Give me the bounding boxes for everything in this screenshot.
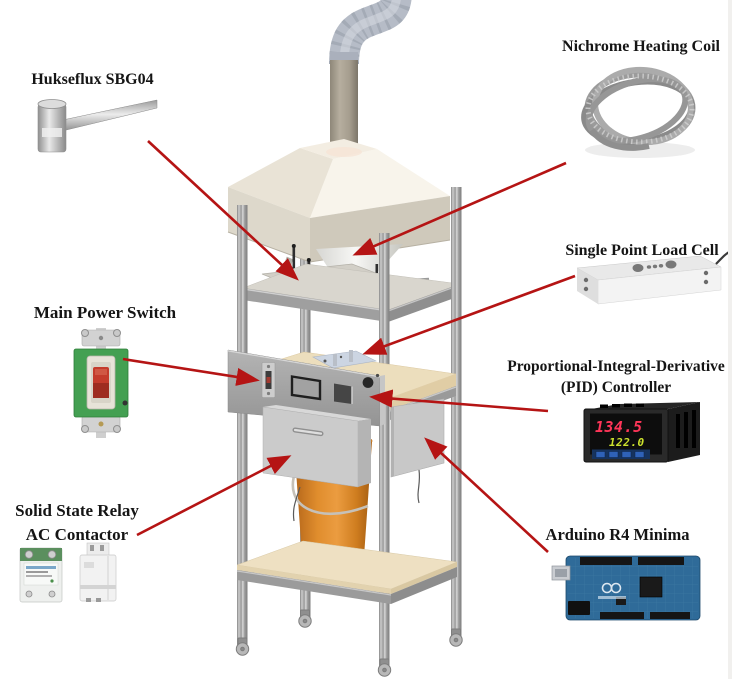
- label-pid-line1: Proportional-Integral-Derivative: [507, 358, 725, 375]
- panel-pid-module: [334, 383, 353, 404]
- panel-display: [290, 375, 322, 401]
- arduino-power-jack: [568, 601, 590, 615]
- label-ssr-contactor: Solid State Relay AC Contactor: [8, 499, 146, 547]
- caster-rear: [298, 609, 312, 628]
- label-arduino: Arduino R4 Minima: [545, 525, 690, 544]
- frame-post-left: [237, 205, 248, 652]
- frame-post-right: [451, 187, 462, 644]
- label-nichrome-coil: Nichrome Heating Coil: [562, 38, 720, 55]
- arduino-enclosure-box: [390, 398, 445, 504]
- pid-controller-image: 134.5 122.0: [583, 402, 700, 463]
- hukseflux-sensor-image: [37, 99, 158, 153]
- ac-contactor-image: [79, 542, 117, 602]
- frame-edge-artifact: [728, 0, 732, 679]
- main-power-switch-image: [73, 328, 129, 438]
- label-ssr-line2: AC Contactor: [25, 525, 129, 544]
- callout-arrows: [122, 140, 576, 553]
- arrow-nichrome-coil: [352, 161, 567, 256]
- pid-display-bottom: 122.0: [609, 436, 645, 449]
- label-ssr-line1: Solid State Relay: [15, 501, 139, 520]
- panel-knob: [362, 377, 374, 388]
- flex-exhaust-duct: [329, 0, 412, 65]
- nichrome-coil-image: [581, 66, 696, 158]
- frame-post-front: [379, 233, 390, 673]
- caster-left: [235, 637, 250, 656]
- pid-display-top: 134.5: [595, 418, 643, 436]
- bottom-shelf: [236, 540, 458, 604]
- solid-state-relay-image: [19, 547, 63, 603]
- chimney-pipe: [330, 52, 358, 152]
- arrow-hukseflux: [147, 140, 299, 281]
- test-rig-structure: [227, 0, 463, 677]
- arrow-arduino: [424, 437, 549, 553]
- load-cell-platform: [312, 350, 377, 369]
- arduino-mcu-chip: [639, 576, 663, 598]
- label-main-power-switch: Main Power Switch: [33, 303, 177, 322]
- label-hukseflux: Hukseflux SBG04: [31, 71, 154, 88]
- panel-power-switch: [261, 362, 276, 398]
- bucket-handle: [291, 469, 369, 516]
- exhaust-hood: [227, 139, 451, 263]
- caster-front: [377, 658, 392, 677]
- arduino-board-image: [551, 555, 701, 621]
- caster-right: [449, 628, 463, 647]
- arrow-main-power-switch: [122, 357, 260, 386]
- label-load-cell: Single Point Load Cell: [565, 242, 719, 259]
- label-pid-controller: Proportional-Integral-Derivative (PID) C…: [498, 356, 732, 398]
- label-pid-line2: (PID) Controller: [560, 379, 672, 396]
- arrow-pid-controller: [369, 389, 549, 413]
- arrow-ssr-contactor: [136, 455, 292, 537]
- casters: [235, 609, 463, 677]
- arrow-load-cell: [362, 274, 576, 355]
- load-cell-image: [576, 250, 732, 305]
